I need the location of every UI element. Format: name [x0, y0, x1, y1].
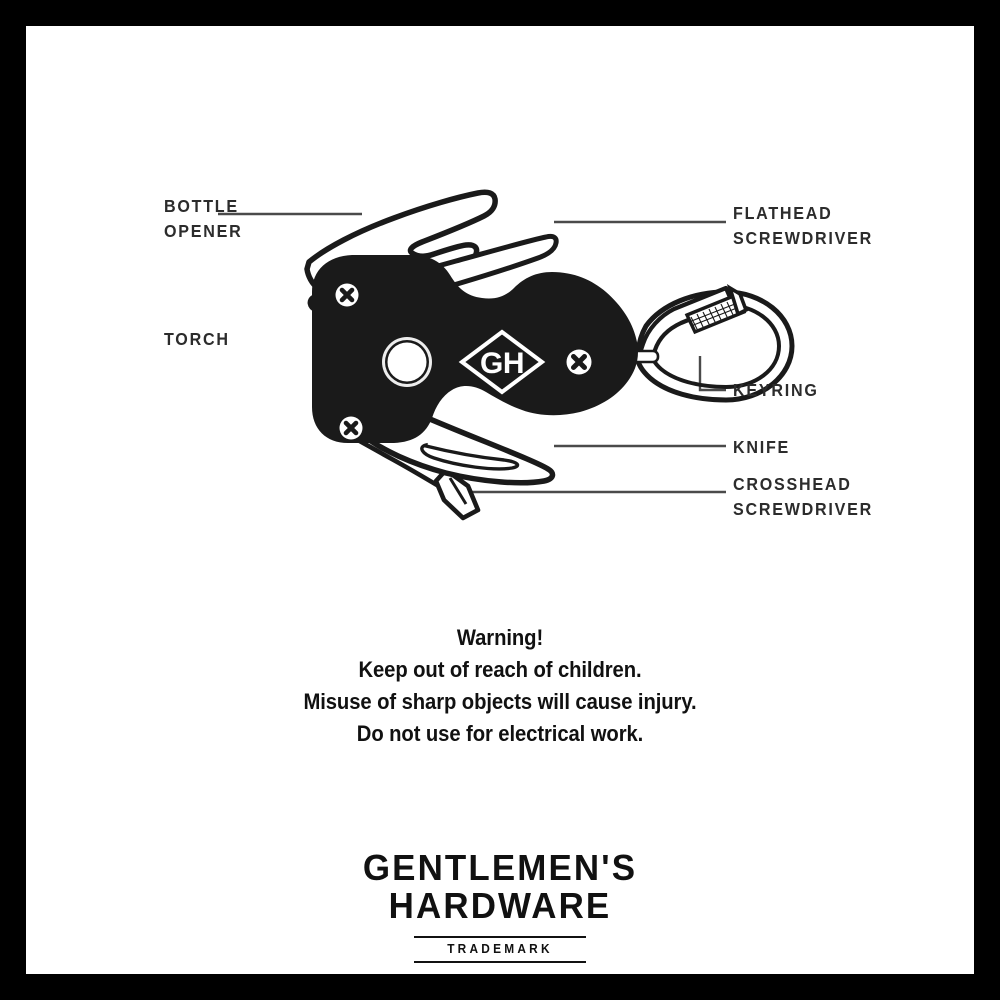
trademark-label: TRADEMARK [447, 942, 553, 956]
leader-keyring [698, 356, 726, 392]
warning-block: Warning! Keep out of reach of children. … [26, 622, 974, 750]
gh-diamond-outline [458, 329, 546, 395]
multitool-illustration: GH [218, 189, 795, 521]
crosshead-tip [433, 467, 481, 521]
product-diagram: GH [26, 26, 974, 586]
tool-body-silhouette [312, 255, 638, 443]
leader-lines [218, 212, 726, 494]
brand-name-line-2: HARDWARE [388, 885, 612, 926]
body-screws [335, 283, 592, 440]
warning-line-3: Misuse of sharp objects will cause injur… [303, 689, 697, 714]
screw-bottom-left [339, 416, 363, 440]
crosshead-tip-facet [448, 477, 468, 505]
callout-torch: TORCH [164, 329, 230, 349]
brand-lockup: GENTLEMEN'S HARDWARE TRADEMARK [26, 849, 974, 963]
gh-monogram: GH [480, 347, 524, 380]
knife-bevel [420, 442, 520, 471]
warning-line-4: Do not use for electrical work. [356, 721, 644, 746]
callout-bottle-opener: BOTTLE OPENER [164, 196, 243, 241]
warning-line-2: Keep out of reach of children. [358, 657, 642, 682]
torch-lens [387, 342, 427, 382]
tool-body: GH [312, 255, 638, 443]
screw-right [566, 349, 592, 375]
callout-flathead-screwdriver: FLATHEAD SCREWDRIVER [733, 203, 873, 248]
gh-diamond-mark: GH [458, 329, 546, 395]
poster-page: GH [26, 26, 974, 974]
callout-knife: KNIFE [733, 437, 791, 457]
callout-crosshead-screwdriver: CROSSHEAD SCREWDRIVER [733, 474, 873, 519]
warning-line-1: Warning! [456, 625, 544, 650]
callout-keyring: KEYRING [733, 380, 819, 400]
carabiner-gate-nose [726, 284, 749, 317]
brand-name-line-1: GENTLEMEN'S [362, 847, 638, 888]
trademark-rule-box: TRADEMARK [414, 936, 586, 963]
screw-top-left [335, 283, 359, 307]
